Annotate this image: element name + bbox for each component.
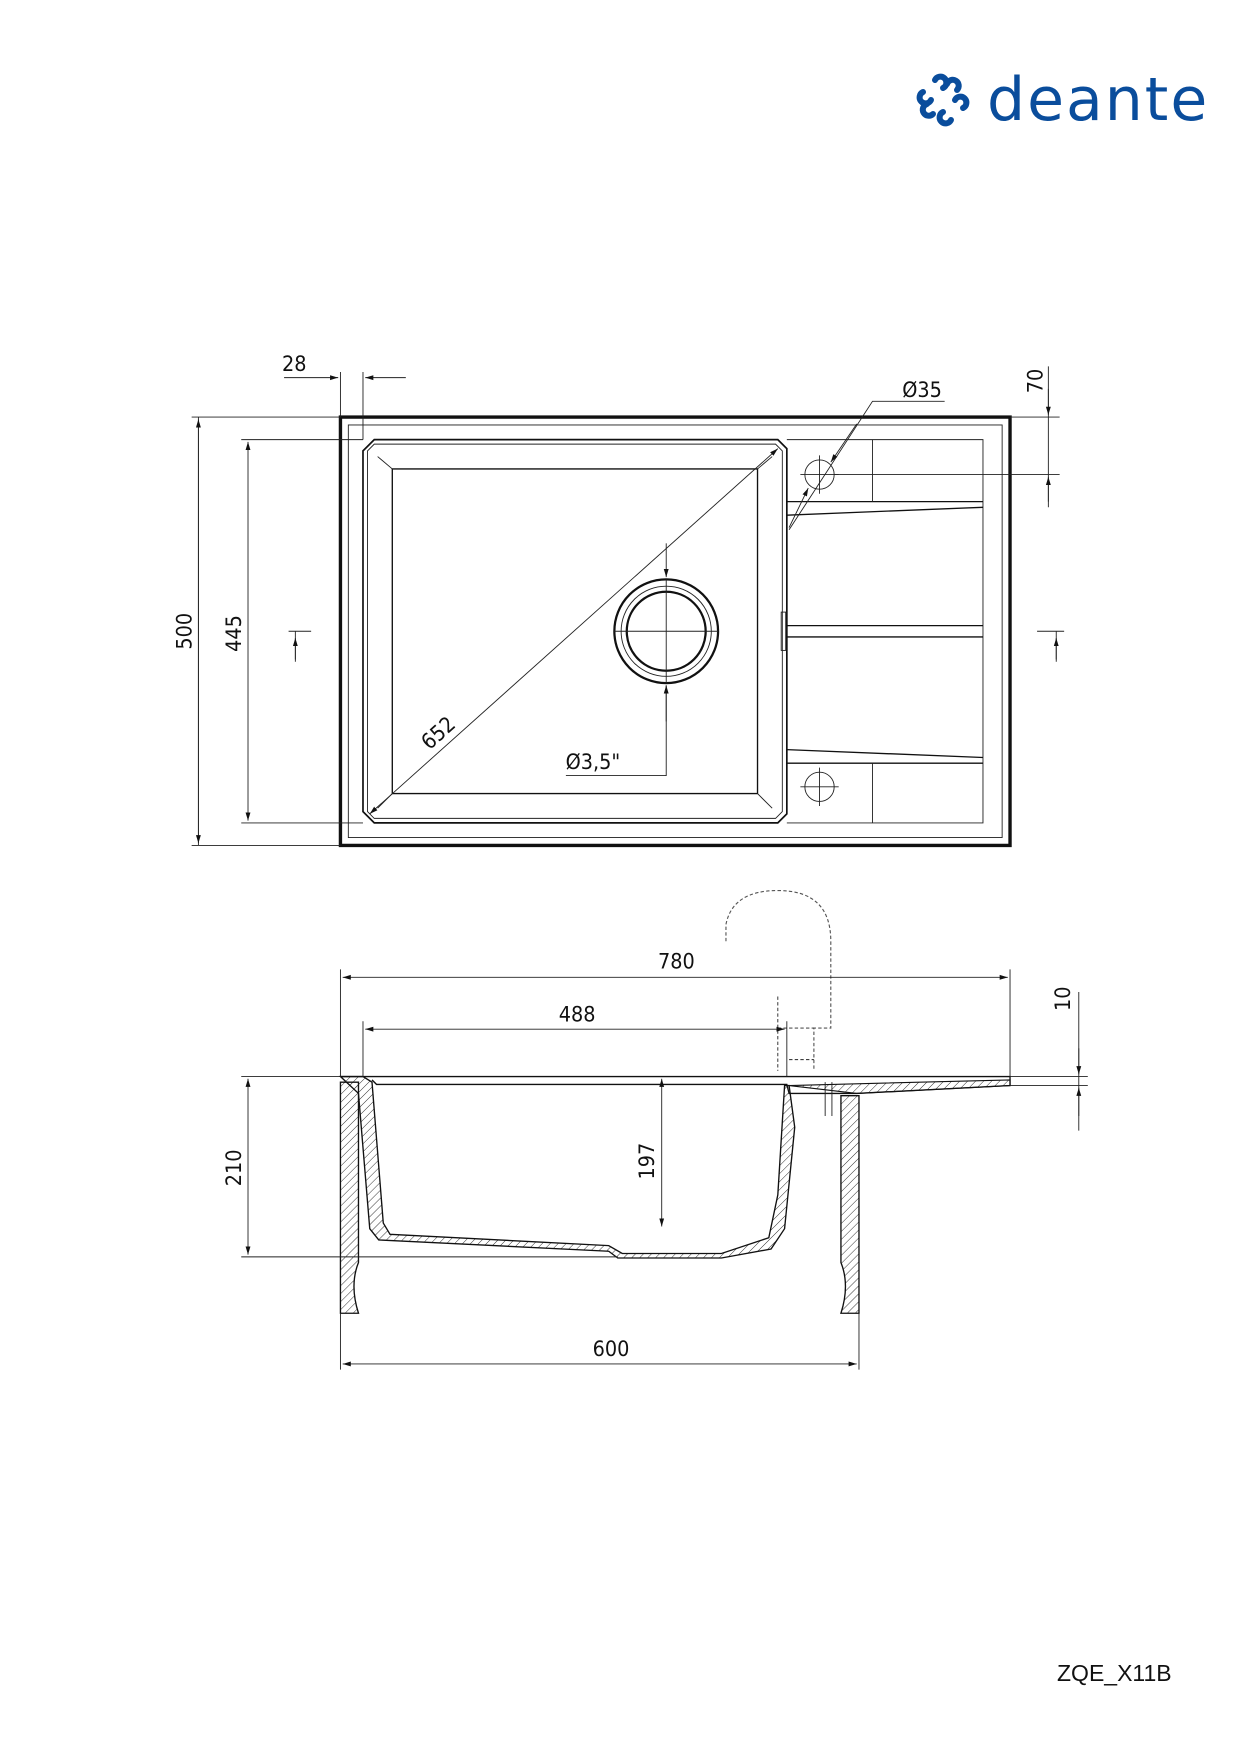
dim-bowl-width: 488 [559,1002,596,1027]
logo-mark-icon [916,73,970,127]
brand-logo: deante [913,70,1209,130]
dim-drain-diameter: Ø3,5" [566,750,621,775]
dim-total-height: 210 [222,1149,247,1186]
dim-overall-depth: 500 [173,613,198,650]
section-marker-right [1037,630,1065,662]
dim-bowl-depth: 445 [222,615,247,652]
top-view: 500 445 28 Ø35 70 652 Ø3,5" [173,352,1065,848]
brand-name: deante [987,65,1210,135]
side-view: 780 488 10 210 197 600 [222,889,1088,1370]
dim-cabinet-width: 600 [593,1337,630,1362]
dim-rim-thickness: 10 [1051,986,1076,1011]
dim-rim-offset: 28 [282,352,307,377]
dim-diagonal: 652 [417,712,461,755]
dim-overall-width: 780 [658,949,695,974]
product-code: ZQE_X11B [1057,1660,1172,1686]
section-marker-left [288,630,312,662]
dim-tap-hole-diameter: Ø35 [902,378,942,403]
dim-bowl-inner-height: 197 [635,1143,660,1180]
faucet-outline [725,889,832,1071]
dim-tap-hole-offset: 70 [1024,369,1049,394]
